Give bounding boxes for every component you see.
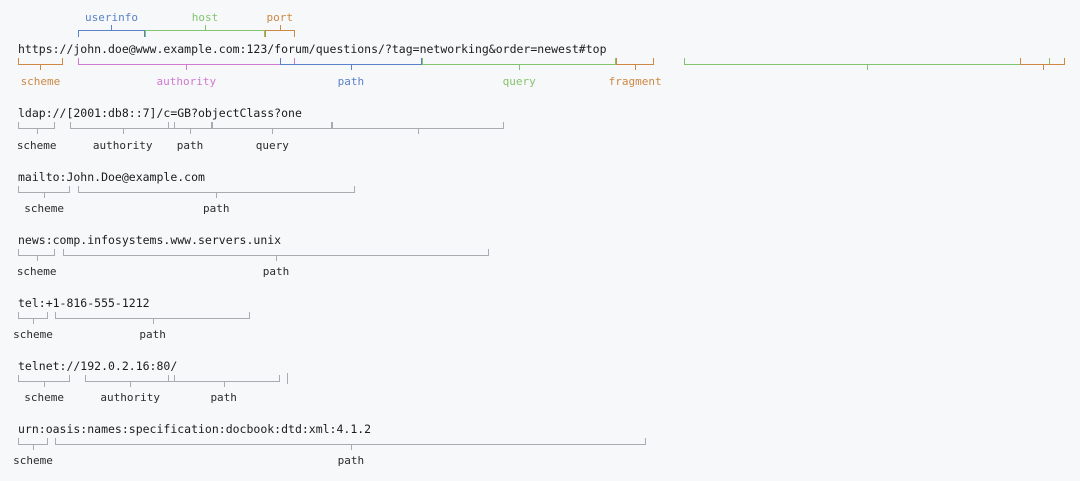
uri-component-label-authority: authority [100,391,160,404]
bracket-tick-icon [204,25,206,31]
bracket-tick-icon [190,128,192,134]
uri-component-label-scheme: scheme [24,202,65,215]
uri-bracket-scheme [18,186,71,198]
bracket-tick-icon [44,192,46,198]
uri-component-label-authority: authority [92,139,153,152]
bracket-tick-icon [216,192,218,198]
uri-bracket-scheme [18,438,48,450]
uri-bracket-unlabeled [1020,58,1066,70]
uri-bracket-authority [85,375,176,387]
uri-component-label-path: path [262,265,290,278]
uri-component-label-fragment: fragment [608,75,662,88]
uri-bracket-scheme [18,58,63,70]
uri-bracket-fragment [616,58,654,70]
uri-bracket-path [167,375,280,387]
uri-component-label-path: path [337,454,365,467]
bracket-tick-icon [418,128,420,134]
uri-component-label-path: path [202,202,230,215]
uri-bracket-scheme [18,375,71,387]
bracket-tick-icon [519,64,521,70]
bracket-tick-icon [186,64,188,70]
uri-component-label-scheme: scheme [13,454,53,467]
uri-string: telnet://192.0.2.16:80/ [18,359,178,373]
uri-string: https://john.doe@www.example.com:123/for… [18,42,607,56]
uri-bracket-userinfo [77,25,146,37]
bracket-tick-icon [152,318,154,324]
uri-bracket-port [264,25,295,37]
uri-bracket-authority [70,122,176,134]
uri-component-label-path: path [139,328,166,341]
bracket-tick-icon [111,25,113,31]
uri-string: ldap://[2001:db8::7]/c=GB?objectClass?on… [18,106,302,120]
uri-component-label-scheme: scheme [16,265,57,278]
uri-component-label-path: path [176,139,204,152]
uri-component-label-authority: authority [156,75,217,88]
bracket-tick-icon [32,318,34,324]
bracket-tick-icon [276,255,278,261]
bracket-tick-icon [40,64,42,70]
bracket-tick-icon [635,64,637,70]
bracket-tick-icon [36,128,38,134]
uri-bracket-path [167,122,213,134]
bracket-tick-icon [866,64,868,70]
bracket-tick-icon [350,444,352,450]
bracket-tick-icon [130,381,132,387]
uri-component-label-path: path [337,75,365,88]
uri-string: tel:+1-816-555-1212 [18,296,150,310]
uri-tick-mark [287,373,289,384]
bracket-tick-icon [36,255,38,261]
uri-bracket-scheme [18,122,56,134]
bracket-tick-icon [279,25,281,31]
bracket-tick-icon [1042,64,1044,70]
uri-component-label-userinfo: userinfo [85,11,138,24]
uri-string: urn:oasis:names:specification:docbook:dt… [18,422,372,436]
bracket-tick-icon [32,444,34,450]
uri-component-label-scheme: scheme [13,328,53,341]
uri-bracket-path [77,186,355,198]
uri-bracket-path [279,58,422,70]
uri-component-label-scheme: scheme [16,139,57,152]
bracket-tick-icon [350,64,352,70]
bracket-tick-icon [223,381,225,387]
uri-bracket-unlabeled [332,122,505,134]
uri-string: mailto:John.Doe@example.com [18,170,205,184]
uri-component-label-query: query [255,139,289,152]
uri-bracket-authority [77,58,295,70]
uri-bracket-path [55,438,647,450]
uri-string: news:comp.infosystems.www.servers.unix [18,233,282,247]
bracket-tick-icon [44,381,46,387]
uri-bracket-query [421,58,617,70]
uri-bracket-host [145,25,265,37]
bracket-tick-icon [122,128,124,134]
uri-component-label-port: port [266,11,294,24]
uri-bracket-scheme [18,249,56,261]
bracket-tick-icon [272,128,274,134]
uri-component-label-query: query [502,75,536,88]
uri-component-label-scheme: scheme [24,391,65,404]
uri-bracket-query [212,122,333,134]
uri-bracket-scheme [18,312,48,324]
uri-bracket-path [55,312,250,324]
uri-bracket-unlabeled [683,58,1051,70]
uri-component-label-host: host [191,11,219,24]
uri-component-label-path: path [210,391,237,404]
uri-component-label-scheme: scheme [20,75,61,88]
uri-bracket-path [62,249,490,261]
